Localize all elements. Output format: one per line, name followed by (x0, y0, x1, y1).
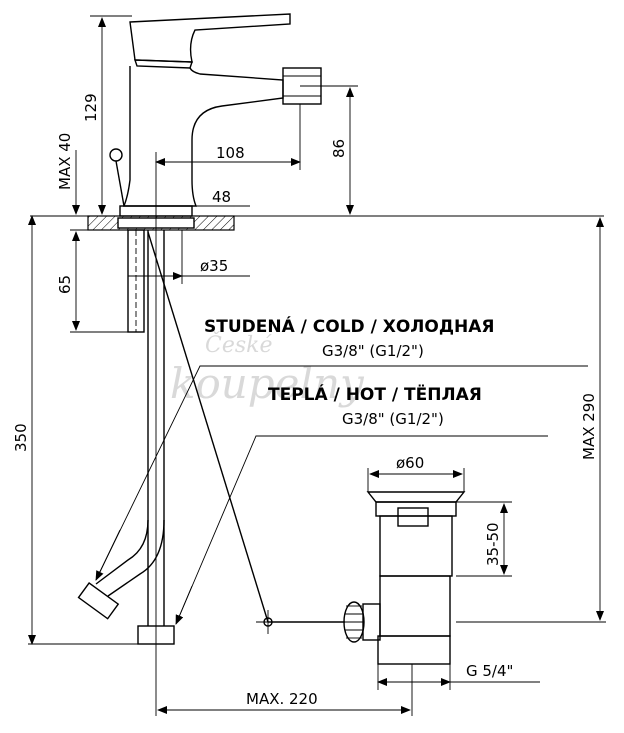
dim-g54-label: G 5/4" (466, 662, 513, 680)
dim-35-label: ø35 (200, 257, 228, 275)
cold-title: STUDENÁ / COLD / ХОЛОДНАЯ (204, 315, 494, 337)
waste-side-port (362, 603, 381, 641)
waste-tail (379, 575, 451, 637)
cold-hose-nut (77, 581, 120, 620)
popup-rod (115, 160, 125, 207)
hot-thread: G3/8" (G1/2") (342, 410, 444, 428)
waste-collar (375, 501, 457, 517)
waste-body (379, 515, 453, 577)
popup-waste (343, 491, 466, 665)
dim-max220-label: MAX. 220 (246, 690, 318, 708)
dim-129-label: 129 (82, 93, 100, 122)
dim-350-label: 350 (12, 423, 30, 452)
lever-handle (129, 13, 291, 63)
dim-86-label: 86 (330, 139, 348, 158)
dim-65-label: 65 (56, 275, 74, 294)
countertop (30, 215, 604, 231)
watermark-line2: koupelny (170, 359, 365, 408)
popup-knob (109, 148, 123, 162)
linkage-knob (343, 601, 365, 643)
waste-outlet (377, 635, 451, 665)
watermark-line1: České (205, 331, 273, 358)
hot-leader (175, 435, 548, 625)
dim-48-label: 48 (212, 188, 231, 206)
cold-hose-bend (95, 519, 149, 585)
cold-thread: G3/8" (G1/2") (322, 342, 424, 360)
dim-108-label: 108 (216, 144, 245, 162)
dim-max290-label: MAX 290 (580, 393, 598, 460)
waste-flange (366, 491, 466, 503)
bidet-faucet (109, 13, 322, 217)
cold-leader-arrow (95, 529, 121, 581)
hot-leader-arrow (175, 585, 193, 625)
popup-linkage-rod (147, 231, 269, 623)
watermark: České koupelny (170, 331, 365, 408)
dim-3550-label: 35-50 (484, 522, 502, 566)
waste-plug-slot (397, 507, 429, 527)
cold-hose-bend (107, 519, 165, 597)
dimensions: 129 MAX 40 108 86 48 65 ø35 350 MAX 290 (12, 15, 606, 716)
handle-base (134, 59, 193, 69)
cold-leader (95, 365, 588, 581)
dim-max40-label: MAX 40 (56, 133, 74, 190)
dim-60-label: ø60 (396, 454, 424, 472)
faucet-body (122, 66, 284, 207)
connection-labels: STUDENÁ / COLD / ХОЛОДНАЯ G3/8" (G1/2") … (95, 315, 588, 625)
hot-title: TEPLÁ / HOT / TЁПЛАЯ (268, 383, 482, 405)
supply-hoses (77, 229, 345, 645)
hot-hose (147, 230, 165, 626)
